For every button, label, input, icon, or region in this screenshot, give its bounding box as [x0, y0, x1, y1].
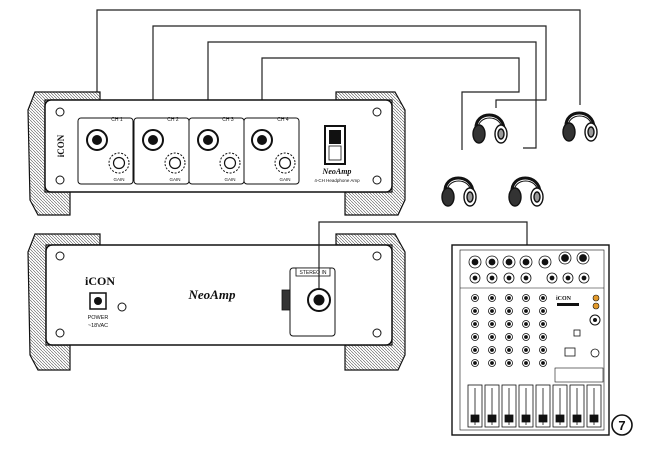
gain-knob-ch3 [219, 152, 241, 174]
screw [372, 251, 382, 261]
gain-knob-ch4 [274, 152, 296, 174]
headphones-2 [562, 111, 598, 142]
cable-ch1 [96, 9, 581, 128]
rear-model-logo: NeoAmp [188, 287, 236, 302]
gain-label-ch2: GAIN [169, 177, 180, 182]
mixer-faders [467, 384, 602, 428]
headphones-group [441, 111, 598, 207]
headphones-3 [441, 176, 477, 207]
gain-label-ch3: GAIN [224, 177, 235, 182]
step-number: 7 [618, 418, 625, 433]
channel-2-label: CH 2 [167, 117, 179, 123]
screw [55, 107, 65, 117]
rear-led [117, 302, 127, 312]
cable-ch2 [152, 25, 547, 128]
gain-knob-ch2 [164, 152, 186, 174]
headphones-1 [472, 113, 508, 144]
cable-ch3 [207, 41, 537, 149]
mixer-master-knob-2 [592, 302, 600, 310]
rear-brand-logo: iCON [85, 274, 115, 288]
cable-ch4 [261, 57, 520, 150]
mixer-inputs [468, 251, 590, 284]
gain-label-ch4: GAIN [279, 177, 290, 182]
channel-1: CH 1 GAIN [77, 117, 134, 185]
headphones-4 [508, 176, 544, 207]
screw [55, 251, 65, 261]
power-spec: ~18VAC [88, 323, 108, 329]
channel-3-label: CH 3 [222, 117, 234, 123]
front-brand-logo: iCON [56, 134, 66, 157]
channel-4: CH 4 GAIN [243, 117, 300, 185]
channel-1-label: CH 1 [111, 117, 123, 123]
stereo-in-label: STEREO IN [300, 270, 327, 276]
channel-4-label: CH 4 [277, 117, 289, 123]
front-model-logo: NeoAmp [322, 167, 352, 176]
screw [372, 328, 382, 338]
mixer: iCON [451, 244, 610, 436]
stereo-in-cable [318, 221, 528, 289]
mixer-master-knob-1 [592, 294, 600, 302]
step-badge: 7 [611, 414, 633, 436]
screw [55, 175, 65, 185]
gain-knob-ch1 [108, 152, 130, 174]
front-faceplate [44, 99, 393, 193]
headphone-cables [96, 9, 581, 150]
screw [55, 328, 65, 338]
mixer-knob-columns [471, 294, 547, 367]
power-label: POWER [88, 315, 109, 321]
front-model-subtitle: 4-CH Headphone Amp [314, 178, 360, 183]
gain-label-ch1: GAIN [113, 177, 124, 182]
rear-unit: iCON POWER ~18VAC NeoAmp STEREO IN [27, 233, 406, 371]
screw [372, 175, 382, 185]
screw [372, 107, 382, 117]
mixer-brand-logo: iCON [556, 296, 572, 302]
front-unit: iCON CH 1 GAIN CH 2 GAIN CH 3 [27, 91, 406, 216]
